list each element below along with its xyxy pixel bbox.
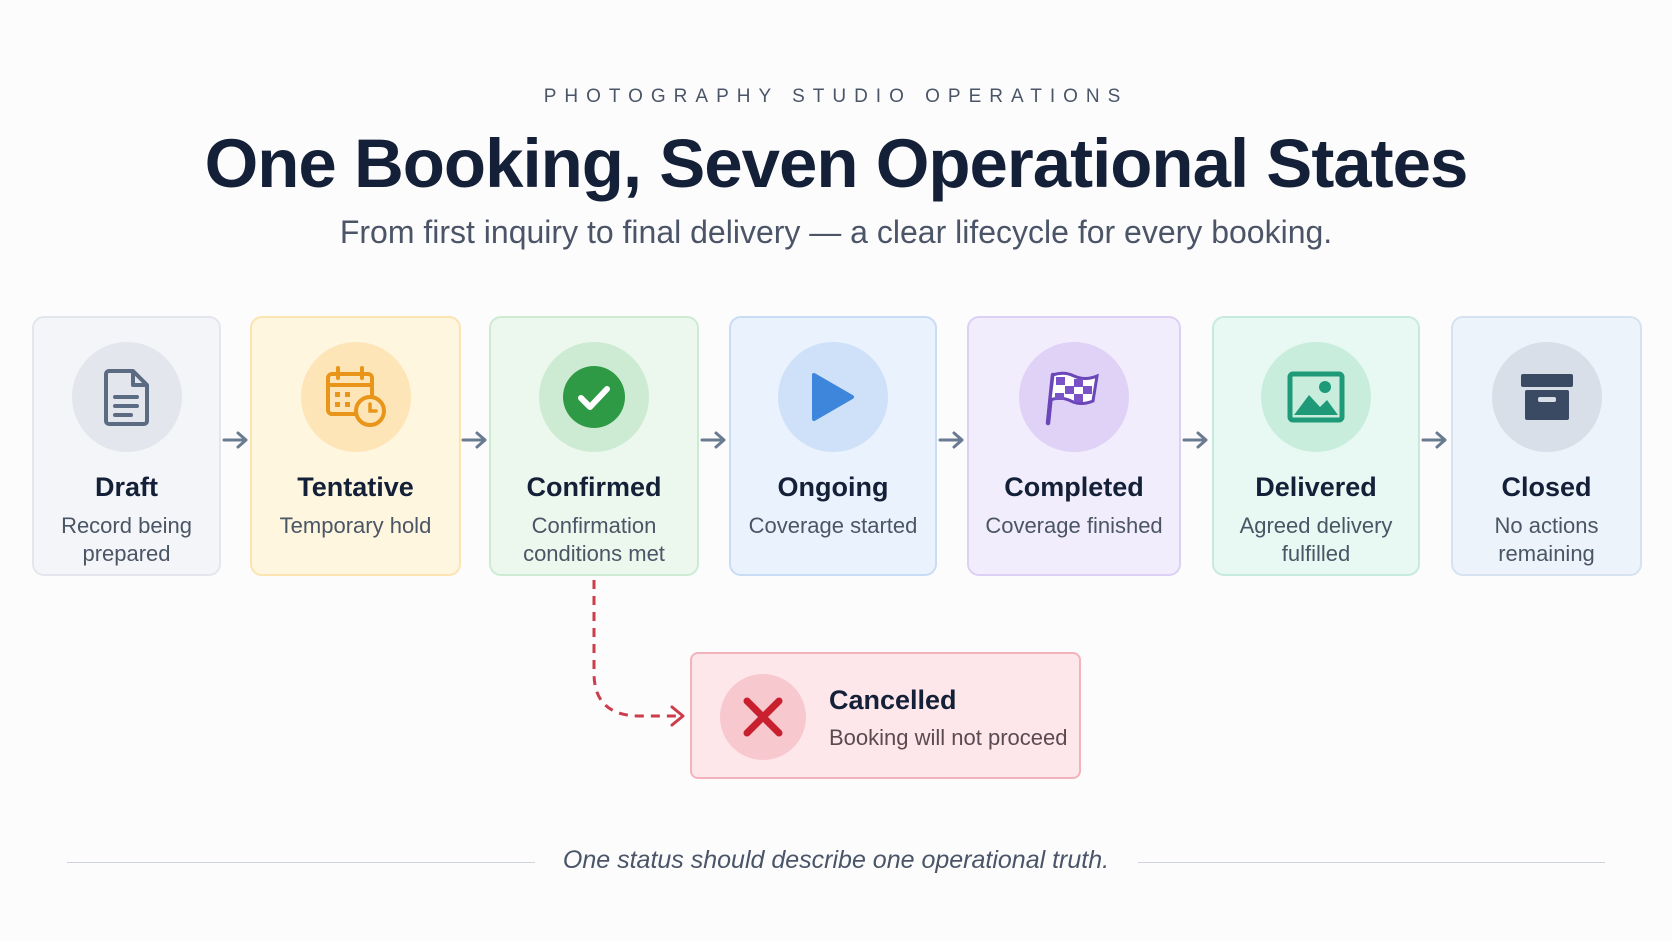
state-description: Confirmation conditions met — [509, 512, 679, 568]
check-circle-icon — [539, 342, 649, 452]
state-title: Ongoing — [777, 472, 889, 502]
eyebrow-label: PHOTOGRAPHY STUDIO OPERATIONS — [543, 86, 1129, 107]
flow-arrow-icon — [700, 431, 726, 449]
state-title: Draft — [94, 472, 158, 502]
calendar-clock-icon — [300, 342, 411, 452]
footer-divider-right — [1138, 862, 1605, 863]
state-description-line: Agreed delivery — [1239, 513, 1393, 538]
x-icon — [720, 674, 806, 760]
state-description: Agreed delivery fulfilled — [1226, 512, 1407, 568]
state-description-line: No actions — [1494, 513, 1599, 538]
state-card-delivered: Delivered Agreed delivery fulfilled — [1212, 316, 1420, 576]
flow-arrow-icon — [1182, 431, 1208, 449]
state-description-line: fulfilled — [1281, 541, 1351, 566]
state-card-draft: Draft Record being prepared — [32, 316, 221, 576]
cancel-connector-arrow — [592, 580, 685, 727]
checkered-flag-icon — [1019, 342, 1129, 452]
flow-arrow-icon — [938, 431, 964, 449]
state-description: Coverage started — [735, 512, 932, 540]
state-title: Completed — [1004, 472, 1144, 502]
footer-note: One status should describe one operation… — [562, 846, 1110, 874]
state-description: Booking will not proceed — [829, 725, 1068, 750]
archive-box-icon — [1491, 342, 1602, 452]
state-description-line: Record being — [61, 513, 192, 538]
state-card-tentative: Tentative Temporary hold — [250, 316, 461, 576]
state-title: Cancelled — [829, 685, 957, 715]
state-description-line: Coverage started — [748, 513, 918, 538]
state-card-ongoing: Ongoing Coverage started — [729, 316, 937, 576]
state-description-line: remaining — [1498, 541, 1595, 566]
state-description-line: Coverage finished — [985, 513, 1163, 538]
state-title: Delivered — [1255, 472, 1377, 502]
image-icon — [1261, 342, 1371, 452]
state-card-cancelled: Cancelled Booking will not proceed — [690, 652, 1081, 779]
state-description: No actions remaining — [1481, 512, 1613, 568]
state-title: Closed — [1501, 472, 1592, 502]
state-card-closed: Closed No actions remaining — [1451, 316, 1642, 576]
state-card-completed: Completed Coverage finished — [967, 316, 1181, 576]
document-icon — [71, 342, 182, 452]
page-subtitle: From first inquiry to final delivery — a… — [339, 214, 1333, 250]
state-title: Confirmed — [526, 472, 662, 502]
state-title: Tentative — [297, 472, 414, 502]
state-description: Coverage finished — [971, 512, 1176, 540]
flow-arrow-icon — [461, 431, 487, 449]
page-title: One Booking, Seven Operational States — [204, 125, 1469, 202]
state-description-line: Confirmation — [531, 513, 657, 538]
flow-arrow-icon — [1421, 431, 1447, 449]
state-description: Record being prepared — [47, 512, 206, 568]
state-description: Temporary hold — [266, 512, 446, 540]
state-description-line: Temporary hold — [279, 513, 432, 538]
state-description-line: conditions met — [523, 541, 665, 566]
flow-arrow-icon — [222, 431, 248, 449]
state-description-line: prepared — [82, 541, 171, 566]
state-card-confirmed: Confirmed Confirmation conditions met — [489, 316, 699, 576]
footer-divider-left — [67, 862, 535, 863]
play-icon — [778, 342, 888, 452]
